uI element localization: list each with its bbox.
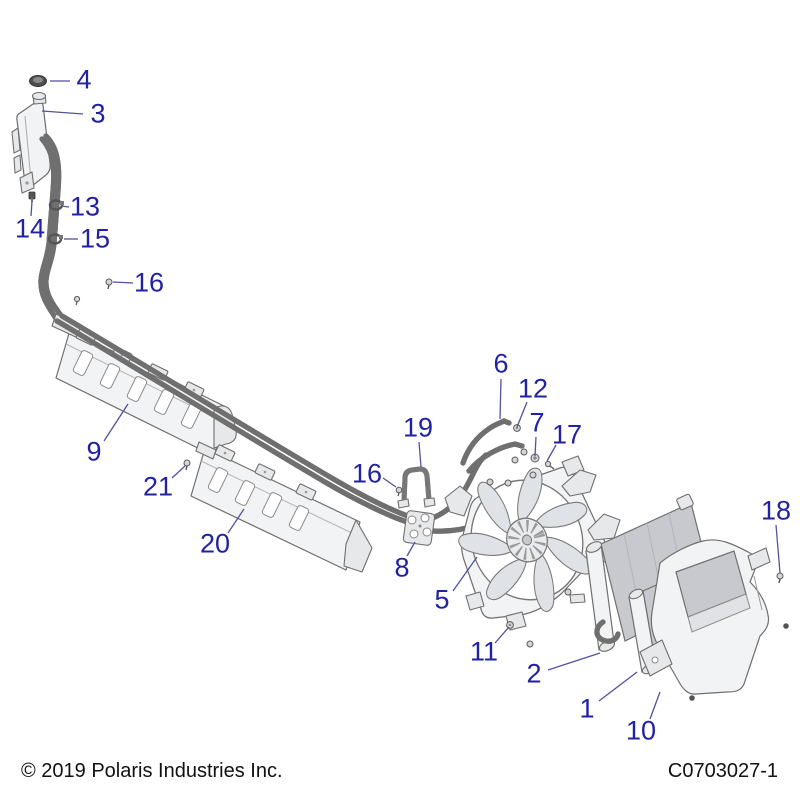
leader-line-16-9 — [382, 477, 397, 488]
leader-line-9-6 — [103, 403, 129, 442]
leader-line-12-13 — [516, 401, 528, 428]
callout-13-2: 13 — [69, 191, 101, 222]
leader-line-8-11 — [406, 541, 416, 557]
copyright-text: © 2019 Polaris Industries Inc. — [21, 760, 283, 782]
callout-16-9: 16 — [351, 458, 383, 489]
leader-line-13-2 — [60, 205, 70, 208]
callout-14-3: 14 — [14, 213, 46, 244]
callout-3-1: 3 — [90, 98, 106, 129]
leader-line-16-5 — [112, 281, 134, 284]
air-duct-10 — [639, 539, 789, 701]
leader-line-7-14 — [534, 436, 537, 457]
baffle-front-lower — [190, 441, 373, 573]
reservoir-cap — [29, 75, 47, 87]
coolant-reservoir — [11, 91, 51, 194]
small-screw — [73, 295, 81, 306]
callout-1-19: 1 — [579, 693, 595, 724]
document-number: C0703027-1 — [667, 760, 778, 782]
reservoir-hose — [41, 133, 65, 323]
callout-10-20: 10 — [625, 715, 657, 746]
leader-line-18-21 — [775, 524, 781, 574]
leader-line-5-16 — [452, 556, 478, 592]
leader-line-17-15 — [546, 444, 557, 462]
leader-line-21-7 — [171, 465, 186, 479]
callout-6-12: 6 — [493, 348, 509, 379]
leader-lines — [30, 80, 781, 720]
callout-19-10: 19 — [402, 412, 434, 443]
callout-15-4: 15 — [79, 223, 111, 254]
callout-16-5: 16 — [133, 267, 165, 298]
callout-8-11: 8 — [394, 552, 410, 583]
mounting-brackets — [561, 469, 621, 541]
leader-line-3-1 — [41, 110, 84, 115]
hose-clamp-15 — [47, 233, 63, 245]
leader-line-11-17 — [494, 626, 510, 644]
callout-9-6: 9 — [86, 436, 102, 467]
leader-line-10-20 — [649, 691, 661, 720]
callout-17-15: 17 — [551, 419, 583, 450]
callout-12-13: 12 — [517, 373, 549, 404]
callout-2-18: 2 — [526, 658, 542, 689]
reservoir-screw — [28, 191, 36, 202]
leader-line-1-19 — [598, 671, 638, 702]
callout-5-16: 5 — [434, 584, 450, 615]
callout-20-8: 20 — [199, 528, 231, 559]
leader-line-2-18 — [547, 652, 601, 671]
screw-18 — [776, 572, 784, 584]
callout-7-14: 7 — [529, 407, 545, 438]
leader-line-14-3 — [30, 200, 33, 217]
callout-18-21: 18 — [760, 495, 792, 526]
screw-16-upper — [105, 278, 113, 290]
leader-line-6-12 — [499, 378, 502, 420]
callout-4-0: 4 — [76, 64, 92, 95]
junction-block-8 — [402, 510, 436, 546]
hose-clamp-13 — [48, 199, 64, 211]
leader-line-19-10 — [418, 441, 422, 468]
screw-21 — [183, 459, 191, 471]
callout-21-7: 21 — [142, 471, 174, 502]
screw-16-lower — [395, 486, 403, 497]
callout-11-17: 11 — [469, 636, 499, 667]
u-bracket-19 — [397, 466, 436, 509]
vent-hose-6 — [460, 418, 525, 474]
leader-line-20-8 — [227, 508, 245, 534]
